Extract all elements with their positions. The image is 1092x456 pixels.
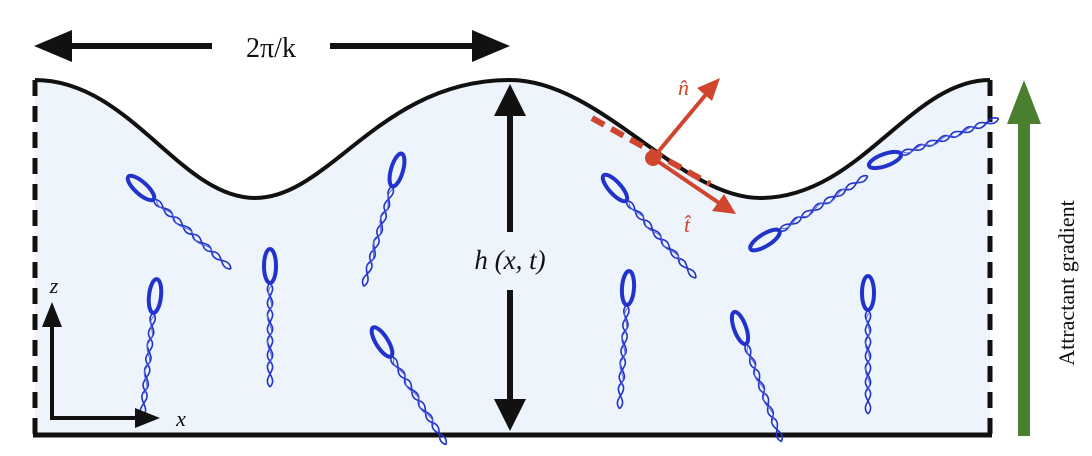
z-axis-label: z [49, 273, 59, 298]
x-axis-label: x [175, 406, 186, 431]
wavelength-label: 2π/k [246, 33, 296, 64]
height-arrow [494, 84, 526, 431]
height-label: h (x, t) [474, 245, 545, 275]
normal-label: n̂ [678, 75, 689, 100]
wavelength-arrow [34, 30, 510, 62]
tangent-label: t̂ [684, 212, 692, 237]
free-surface-curve [34, 77, 991, 201]
attractant-gradient-label: Attractant gradient [1054, 200, 1079, 366]
tangent-vector-arrow [651, 156, 736, 214]
surface-point-marker [645, 150, 661, 166]
normal-vector-arrow [651, 78, 720, 160]
fluid-layer [35, 80, 990, 435]
attractant-gradient-arrow [1007, 80, 1041, 436]
coordinate-axes [42, 302, 160, 428]
